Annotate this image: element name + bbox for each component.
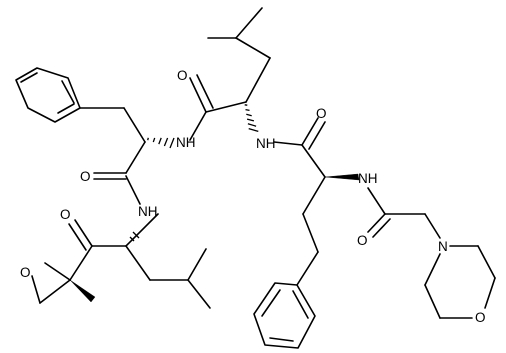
bond	[125, 213, 159, 247]
bond	[246, 113, 252, 117]
bond	[301, 144, 326, 178]
atom-label-nh: NH	[358, 171, 378, 186]
atom-label-layer: O NH NH O NH O N O O NH O O	[20, 68, 486, 325]
bond	[189, 77, 207, 113]
bond	[235, 7, 263, 39]
atom-label-o: O	[475, 310, 486, 325]
bond	[125, 175, 141, 205]
bond	[158, 137, 162, 145]
atom-label-o: O	[20, 265, 31, 280]
bond	[269, 337, 294, 342]
atom-label-o: O	[177, 68, 188, 83]
bond	[235, 37, 271, 59]
bond	[261, 289, 281, 317]
bond	[69, 245, 93, 281]
bond	[273, 141, 303, 146]
bond	[20, 72, 38, 83]
bond	[205, 101, 247, 113]
bond	[125, 141, 146, 174]
bond	[292, 290, 309, 319]
atom-label-o: O	[60, 207, 71, 222]
bond	[123, 107, 146, 143]
bond	[324, 173, 360, 181]
bond	[302, 176, 326, 215]
bond	[245, 57, 271, 103]
bond	[31, 275, 41, 304]
bond	[57, 103, 75, 114]
atom-label-nh: NH	[176, 135, 196, 150]
bond	[196, 74, 214, 109]
atom-label-n: N	[438, 239, 448, 254]
bond	[69, 279, 96, 303]
bond	[246, 118, 255, 122]
bond	[367, 187, 386, 215]
atom-label-nh: NH	[256, 136, 276, 151]
bond	[61, 80, 75, 104]
bond	[147, 137, 149, 141]
bond-layer	[15, 7, 496, 349]
bond	[39, 279, 71, 304]
bond	[129, 236, 135, 242]
atom-label-o: O	[316, 106, 327, 121]
bond	[253, 282, 316, 349]
bond	[187, 279, 211, 309]
atom-label-o: O	[80, 169, 91, 184]
bond	[302, 213, 319, 253]
bond	[296, 251, 319, 286]
bond	[424, 213, 441, 239]
bond	[247, 123, 257, 127]
bond	[248, 127, 259, 133]
bond	[424, 253, 441, 286]
bond	[44, 262, 71, 281]
bond	[424, 284, 441, 319]
bond	[187, 248, 207, 281]
bond	[245, 108, 250, 112]
bond	[301, 117, 319, 146]
bond	[367, 213, 386, 233]
bond	[169, 137, 175, 149]
atom-label-o: O	[357, 233, 368, 248]
bond	[372, 218, 391, 238]
bond	[74, 219, 93, 247]
bond	[15, 67, 81, 123]
bond	[68, 223, 87, 251]
bond	[163, 137, 169, 147]
atom-label-nh: NH	[138, 204, 158, 219]
bond	[125, 245, 151, 281]
bond	[308, 121, 326, 150]
bond	[132, 231, 140, 239]
bond	[477, 245, 496, 279]
bond	[189, 111, 207, 141]
bond	[152, 137, 156, 143]
bond	[484, 277, 496, 309]
